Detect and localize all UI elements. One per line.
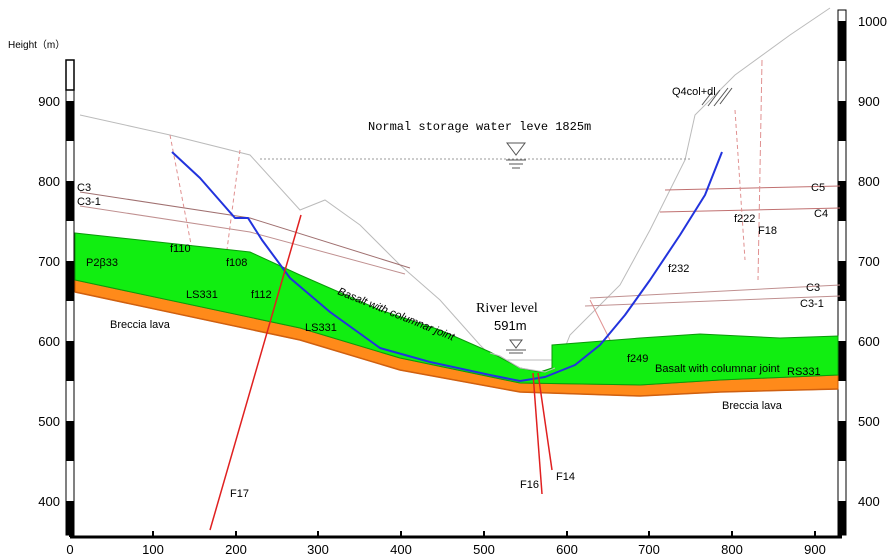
groundwater-line-left — [171, 151, 521, 382]
x-tick-label: 700 — [638, 542, 660, 557]
x-tick-label: 400 — [390, 542, 412, 557]
right-ruler — [837, 9, 847, 536]
right-tick-label: 400 — [858, 494, 880, 509]
label-f18: F18 — [758, 225, 777, 237]
storage-water-level-label: Normal storage water leve 1825m — [368, 120, 591, 134]
left-tick-label: 800 — [38, 174, 60, 189]
label-c3-right: C3 — [806, 282, 820, 294]
y-axis-label: Height（m） — [8, 39, 65, 51]
right-tick-label: 1000 — [858, 14, 887, 29]
river-level-value: 591m — [494, 318, 527, 333]
annotation-labels: Q4col+dl C3 C3-1 C5 C4 f222 F18 f110 f10… — [77, 86, 828, 500]
river-level-label: River level — [476, 301, 538, 316]
label-c3-1-right: C3-1 — [800, 298, 824, 310]
label-ls331-b: LS331 — [305, 322, 337, 334]
left-tick-label: 700 — [38, 254, 60, 269]
fault-f17 — [209, 214, 302, 531]
strata-lines — [79, 59, 841, 361]
x-tick-label: 200 — [225, 542, 247, 557]
x-tick-label: 0 — [66, 542, 73, 557]
label-rs331: RS331 — [787, 366, 821, 378]
label-breccia-left: Breccia lava — [110, 319, 171, 331]
label-c5: C5 — [811, 182, 825, 194]
fault-f14 — [537, 372, 553, 471]
label-f249: f249 — [627, 353, 648, 365]
label-f110: f110 — [170, 243, 191, 255]
breccia-lava-edge — [74, 291, 839, 397]
left-tick-label: 900 — [38, 94, 60, 109]
right-tick-labels: 1000 900 800 700 600 500 400 — [858, 14, 887, 509]
label-c4: C4 — [814, 208, 828, 220]
right-tick-label: 500 — [858, 414, 880, 429]
left-ruler — [65, 59, 75, 536]
water-level-marker — [506, 142, 526, 169]
label-q4: Q4col+dl — [672, 86, 716, 98]
river-channel — [489, 352, 556, 373]
x-tick-label: 600 — [556, 542, 578, 557]
label-f108: f108 — [226, 257, 247, 269]
label-f14: F14 — [556, 471, 575, 483]
right-tick-label: 700 — [858, 254, 880, 269]
river-level-marker — [506, 339, 526, 354]
basalt-layer — [74, 232, 839, 386]
x-tick-label: 100 — [142, 542, 164, 557]
left-tick-label: 600 — [38, 334, 60, 349]
groundwater-line-right — [519, 151, 723, 382]
label-p2b33: P2β33 — [86, 257, 118, 269]
label-ls331-a: LS331 — [186, 289, 218, 301]
x-tick-label: 900 — [804, 542, 826, 557]
left-tick-label: 400 — [38, 494, 60, 509]
colluvium-hatch — [701, 87, 733, 107]
left-tick-label: 500 — [38, 414, 60, 429]
label-basalt-right: Basalt with columnar joint — [655, 363, 780, 375]
x-tick-label: 300 — [307, 542, 329, 557]
right-tick-label: 800 — [858, 174, 880, 189]
x-tick-label: 800 — [721, 542, 743, 557]
label-f112: f112 — [251, 289, 272, 301]
label-c3-left: C3 — [77, 182, 91, 194]
x-tick-label: 500 — [473, 542, 495, 557]
right-tick-label: 600 — [858, 334, 880, 349]
label-breccia-right: Breccia lava — [722, 400, 783, 412]
label-f16: F16 — [520, 479, 539, 491]
left-tick-labels: 900 800 700 600 500 400 — [38, 94, 60, 509]
label-f232: f232 — [668, 263, 689, 275]
fault-f16 — [532, 372, 543, 495]
label-f222: f222 — [734, 213, 755, 225]
x-axis: 0 100 200 300 400 500 600 700 800 900 — [66, 531, 842, 557]
label-c3-1-left: C3-1 — [77, 196, 101, 208]
label-f17: F17 — [230, 488, 249, 500]
right-tick-label: 900 — [858, 94, 880, 109]
